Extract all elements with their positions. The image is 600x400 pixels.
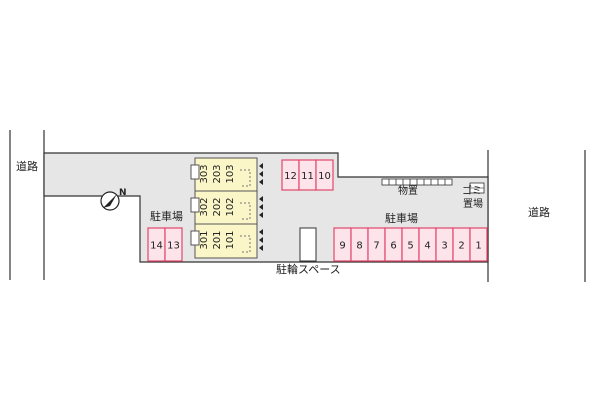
interior-line (240, 169, 251, 187)
parking-left-slot (164, 227, 183, 262)
parking-right-slot-number: 6 (390, 241, 396, 252)
bicycle-space-label: 駐輪スペース (276, 262, 341, 276)
parking-right-slot-number: 9 (339, 241, 345, 252)
unit-number: 302 (199, 197, 210, 216)
storage-dividers (388, 179, 446, 185)
parking-top-slot (315, 159, 334, 191)
parking-right-slot-number: 8 (356, 241, 362, 252)
parking-right-slot-number: 1 (475, 241, 481, 252)
parking-right-slot-number: 2 (458, 241, 464, 252)
unit-number: 103 (225, 164, 236, 183)
interior-line (240, 235, 251, 253)
unit-number: 201 (212, 230, 223, 249)
road-label-right: 道路 (528, 205, 550, 219)
parking-right-slot-number: 4 (424, 241, 430, 252)
parking-top-slot-number: 10 (318, 171, 331, 182)
unit-number: 101 (225, 230, 236, 249)
entry-stub (190, 197, 200, 213)
storage-block (381, 178, 453, 186)
unit-number: 203 (212, 164, 223, 183)
storage-label: 物置 (398, 184, 418, 197)
parking-label-right: 駐車場 (385, 211, 418, 225)
garbage-label: 置場 (463, 197, 483, 210)
bicycle-space (299, 227, 317, 262)
building-outline (194, 157, 258, 259)
unit-number: 202 (212, 197, 223, 216)
parking-right-slot-number: 7 (373, 241, 379, 252)
door-markers (259, 163, 263, 251)
garbage-label-part: ゴミ (462, 184, 482, 197)
parking-label-left: 駐車場 (150, 209, 183, 223)
interior-line (240, 202, 251, 220)
parking-right-slot-number: 3 (441, 241, 447, 252)
parking-right-slot-number: 5 (407, 241, 413, 252)
unit-number: 102 (225, 197, 236, 216)
parking-left-slot-number: 13 (167, 241, 180, 252)
parking-right-slot (469, 227, 488, 262)
parking-top-group: 12 11 10 (281, 159, 334, 191)
parking-top-slot-number: 12 (284, 171, 297, 182)
road-label-left: 道路 (16, 159, 38, 173)
parking-left-group: 14 13 (147, 227, 183, 262)
north-arrow-icon: N (100, 188, 127, 211)
entry-stub (190, 164, 200, 180)
unit-number: 301 (199, 230, 210, 249)
parking-top-slot-number: 11 (301, 171, 314, 182)
unit-number: 303 (199, 164, 210, 183)
entry-stub (190, 230, 200, 246)
svg-text:N: N (119, 188, 127, 198)
parking-left-slot-number: 14 (150, 241, 163, 252)
